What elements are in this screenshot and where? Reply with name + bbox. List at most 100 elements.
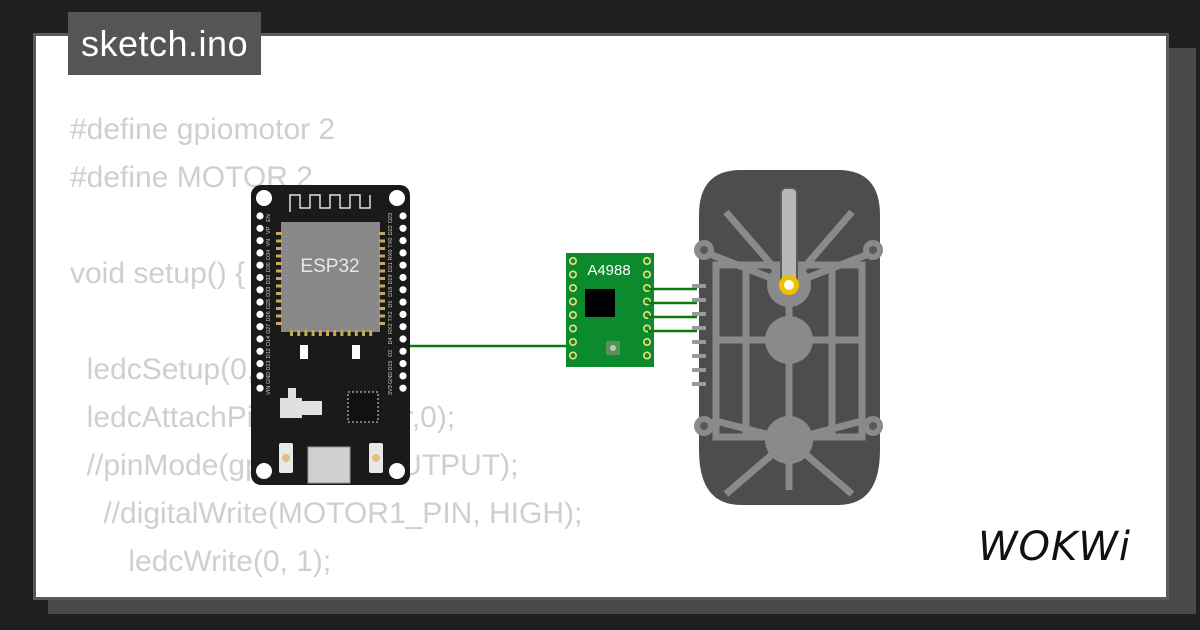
driver-pin[interactable] [568, 324, 577, 333]
driver-pin[interactable] [642, 270, 651, 279]
header-pin[interactable] [256, 237, 264, 245]
code-line: #define gpiomotor 2 [70, 113, 336, 146]
header-pin[interactable] [256, 273, 264, 282]
usb-chip [347, 391, 379, 423]
driver-pin[interactable] [642, 256, 651, 265]
pin-label: D22 [388, 225, 394, 235]
pin-label: GND [266, 372, 272, 384]
driver-pin[interactable] [568, 297, 577, 306]
driver-pin[interactable] [642, 324, 651, 333]
header-pin[interactable] [399, 360, 407, 368]
pin-label: D15 [388, 361, 394, 371]
module-pads [276, 232, 385, 325]
code-line: ledcWrite(0, 1); [70, 545, 332, 578]
header-pin[interactable] [399, 298, 407, 306]
a4988-driver[interactable]: A4988 [566, 253, 654, 367]
header-pin[interactable] [399, 224, 407, 232]
header-pin[interactable] [399, 323, 407, 331]
driver-pin[interactable] [642, 310, 651, 319]
driver-left-pins [568, 256, 577, 360]
header-pin[interactable] [256, 372, 264, 380]
a4988-label: A4988 [587, 262, 630, 279]
driver-pin[interactable] [642, 351, 651, 360]
header-pin[interactable] [399, 273, 407, 282]
driver-pin[interactable] [568, 283, 577, 292]
header-pin[interactable] [256, 286, 264, 294]
shaft-arm [780, 187, 798, 289]
pin-label: D13 [266, 361, 272, 371]
driver-pin[interactable] [568, 310, 577, 319]
pin-label: GND [388, 372, 394, 384]
smd-part [300, 345, 308, 359]
code-line: //analogWrite(gpiomotor, 1); [70, 586, 582, 597]
driver-pin[interactable] [568, 337, 577, 346]
driver-pin[interactable] [642, 337, 651, 346]
header-pin[interactable] [399, 249, 407, 257]
code-line: void setup() { [70, 257, 246, 290]
voltage-regulator [280, 398, 302, 418]
pin-label: D18 [388, 287, 394, 297]
header-pin[interactable] [399, 347, 407, 355]
coil-wires[interactable] [648, 287, 697, 333]
code-line: //digitalWrite(MOTOR1_PIN, HIGH); [70, 497, 583, 530]
header-pin[interactable] [256, 224, 264, 232]
trim-pot-knob [610, 345, 616, 351]
header-pin[interactable] [399, 286, 407, 294]
boot-button[interactable] [369, 443, 383, 473]
header-pin[interactable] [256, 249, 264, 257]
regulator-tab [288, 388, 296, 398]
driver-pin[interactable] [568, 351, 577, 360]
antenna-trace [289, 194, 371, 212]
code-line: #define MOTOR 2 [70, 161, 313, 194]
header-pin[interactable] [399, 310, 407, 318]
motor-connector-pins [692, 284, 706, 386]
pin-label: D5 [388, 301, 394, 308]
header-pin[interactable] [399, 237, 407, 245]
header-pin[interactable] [256, 360, 264, 368]
pin-label: D34 [266, 250, 272, 260]
pin-label: D32 [266, 274, 272, 284]
pin-label: 3V3 [388, 385, 394, 395]
header-pin[interactable] [399, 384, 407, 392]
driver-right-pins [642, 256, 651, 360]
header-pin[interactable] [256, 347, 264, 355]
wokwi-logo[interactable]: WOKWi [978, 524, 1131, 570]
pin-label: VIN [266, 386, 272, 395]
pin-label: D35 [266, 262, 272, 272]
pin-label: EN [266, 214, 272, 222]
pin-label: D25 [266, 299, 272, 309]
esp32-label: ESP32 [300, 256, 359, 277]
file-name-tab[interactable]: sketch.ino [68, 12, 262, 75]
header-pin[interactable] [256, 310, 264, 318]
stepper-motor[interactable] [692, 170, 883, 505]
pin-label: RX2 [388, 323, 394, 334]
usb-port[interactable] [307, 446, 351, 484]
header-pin[interactable] [399, 212, 407, 220]
shaft-center [784, 280, 794, 290]
header-pin[interactable] [256, 323, 264, 331]
header-pin[interactable] [399, 261, 407, 269]
driver-pin[interactable] [568, 256, 577, 265]
pin-label: RX0 [388, 250, 394, 261]
driver-pin[interactable] [642, 297, 651, 306]
header-pin[interactable] [256, 261, 264, 269]
en-button[interactable] [279, 443, 293, 473]
motor-hub-lower [765, 416, 813, 464]
pin-label: D19 [388, 274, 394, 284]
pin-label: D4 [388, 337, 394, 344]
header-pin[interactable] [256, 212, 264, 220]
motor-hub [765, 316, 813, 364]
regulator-body [302, 401, 322, 415]
pin-label: D14 [266, 336, 272, 346]
pin-label: D23 [388, 213, 394, 223]
header-pin[interactable] [256, 335, 264, 343]
smd-part [352, 345, 360, 359]
header-pin[interactable] [256, 298, 264, 306]
header-pin[interactable] [399, 335, 407, 343]
esp32-left-header: ENVPVND34D35D32D33D25D26D27D14D12D13GNDV… [256, 212, 272, 395]
esp32-board[interactable]: ESP32 ENVPVND34D35D32D33D25D26D27D14D12D… [251, 185, 410, 485]
header-pin[interactable] [256, 384, 264, 392]
esp32-right-header: D23D22TX0RX0D21D19D18D5TX2RX2D4D2D15GND3… [388, 212, 407, 395]
header-pin[interactable] [399, 372, 407, 380]
driver-pin[interactable] [568, 270, 577, 279]
